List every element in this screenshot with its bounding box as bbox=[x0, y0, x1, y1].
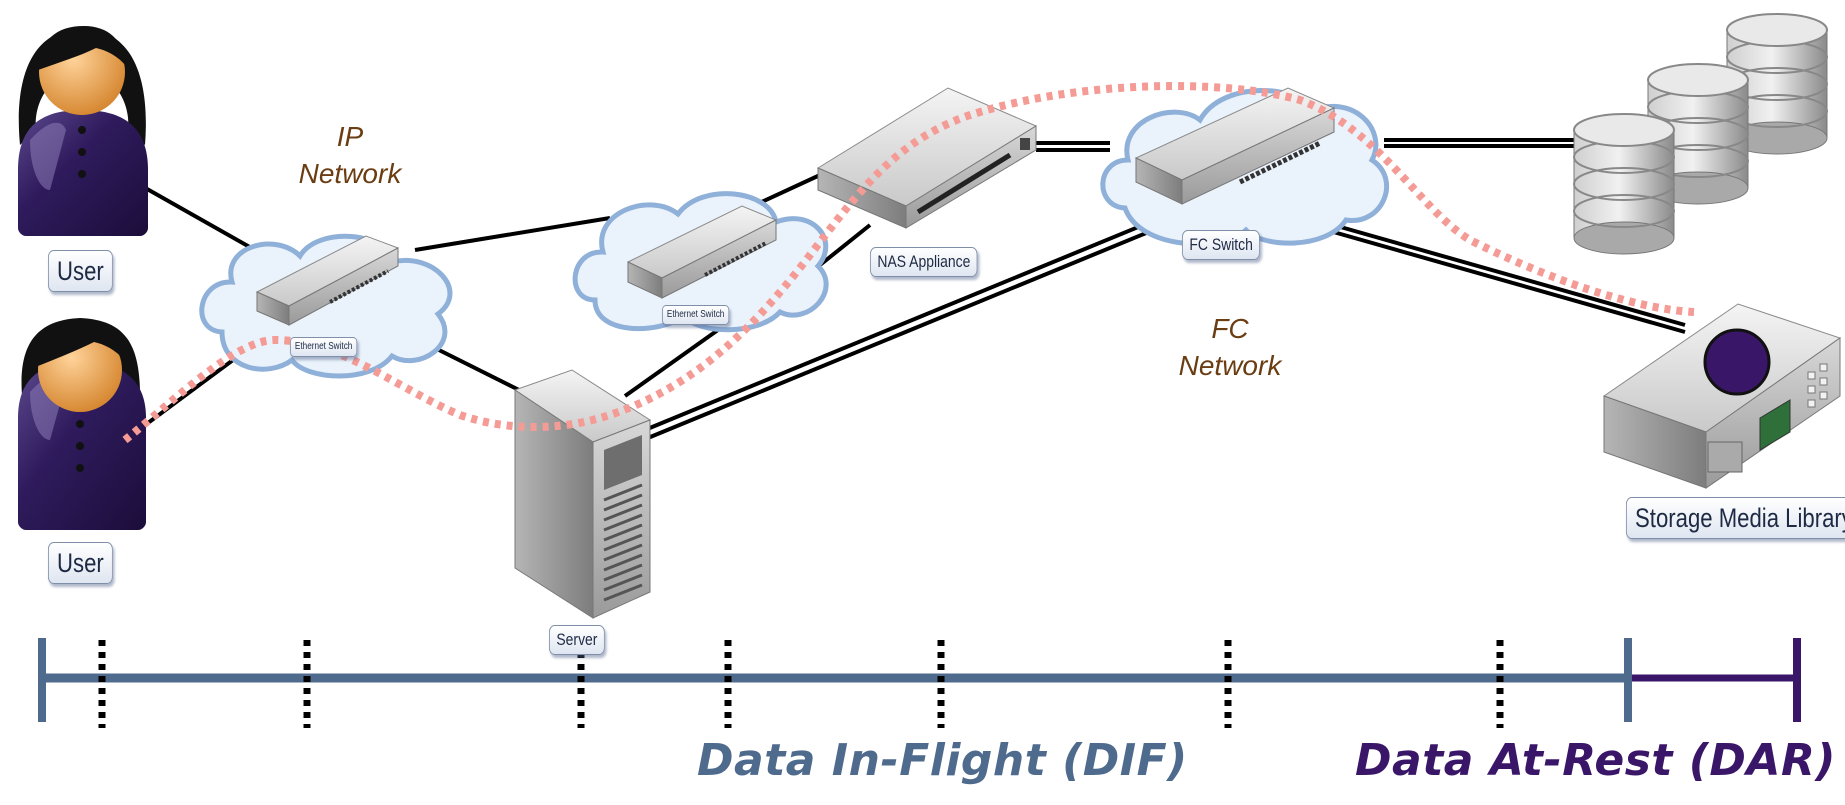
link-server-fc bbox=[639, 214, 1166, 434]
server-label: Server bbox=[549, 625, 605, 655]
storage-library-label: Storage Media Library bbox=[1626, 497, 1845, 539]
ethernet-switch-icon bbox=[626, 205, 778, 299]
fc-network-label-line1: FC bbox=[1211, 313, 1249, 344]
ip-switch-label: Ethernet Switch bbox=[290, 337, 358, 357]
ip-network-label: IP Network bbox=[265, 118, 435, 192]
ip-network-label-line1: IP bbox=[336, 121, 364, 152]
timeline bbox=[38, 638, 1801, 728]
ip-network-label-line2: Network bbox=[298, 158, 402, 189]
link-eth-nas bbox=[754, 173, 821, 207]
at-rest-marker bbox=[1703, 328, 1771, 396]
link-fc-library-2 bbox=[1329, 229, 1686, 334]
disk-stack-front bbox=[1573, 113, 1675, 255]
nas-appliance-label: NAS Appliance bbox=[870, 247, 978, 277]
dar-zone-label: Data At-Rest (DAR) bbox=[1355, 735, 1836, 786]
link-eth-nas-2 bbox=[818, 223, 872, 267]
disk-array-icon bbox=[1573, 13, 1828, 255]
connection-lines bbox=[123, 138, 1686, 442]
link-server-fc-2 bbox=[642, 222, 1169, 442]
fc-network-label-line2: Network bbox=[1178, 350, 1282, 381]
link-fc-library bbox=[1329, 222, 1686, 327]
link-user-top-ip bbox=[139, 183, 256, 252]
server-tower-icon bbox=[513, 369, 652, 619]
nas-appliance-icon bbox=[816, 87, 1038, 229]
link-ip-eth bbox=[414, 216, 611, 252]
link-eth-server bbox=[623, 318, 734, 398]
dif-zone-label: Data In-Flight (DIF) bbox=[697, 735, 1188, 786]
ip-ethernet-switch-icon bbox=[255, 235, 400, 326]
fc-network-label: FC Network bbox=[1145, 310, 1315, 384]
fc-switch-icon bbox=[1134, 87, 1336, 205]
link-ip-server bbox=[424, 341, 526, 395]
data-path-line bbox=[122, 82, 1695, 444]
user-top-label: User bbox=[48, 250, 113, 292]
user-bottom-avatar-icon bbox=[18, 318, 146, 530]
fc-switch-label: FC Switch bbox=[1182, 230, 1261, 260]
storage-library-icon bbox=[1602, 303, 1842, 489]
user-bottom-label: User bbox=[48, 542, 113, 584]
user-top-avatar-icon bbox=[18, 26, 148, 236]
ethernet-switch-label: Ethernet Switch bbox=[662, 305, 730, 325]
